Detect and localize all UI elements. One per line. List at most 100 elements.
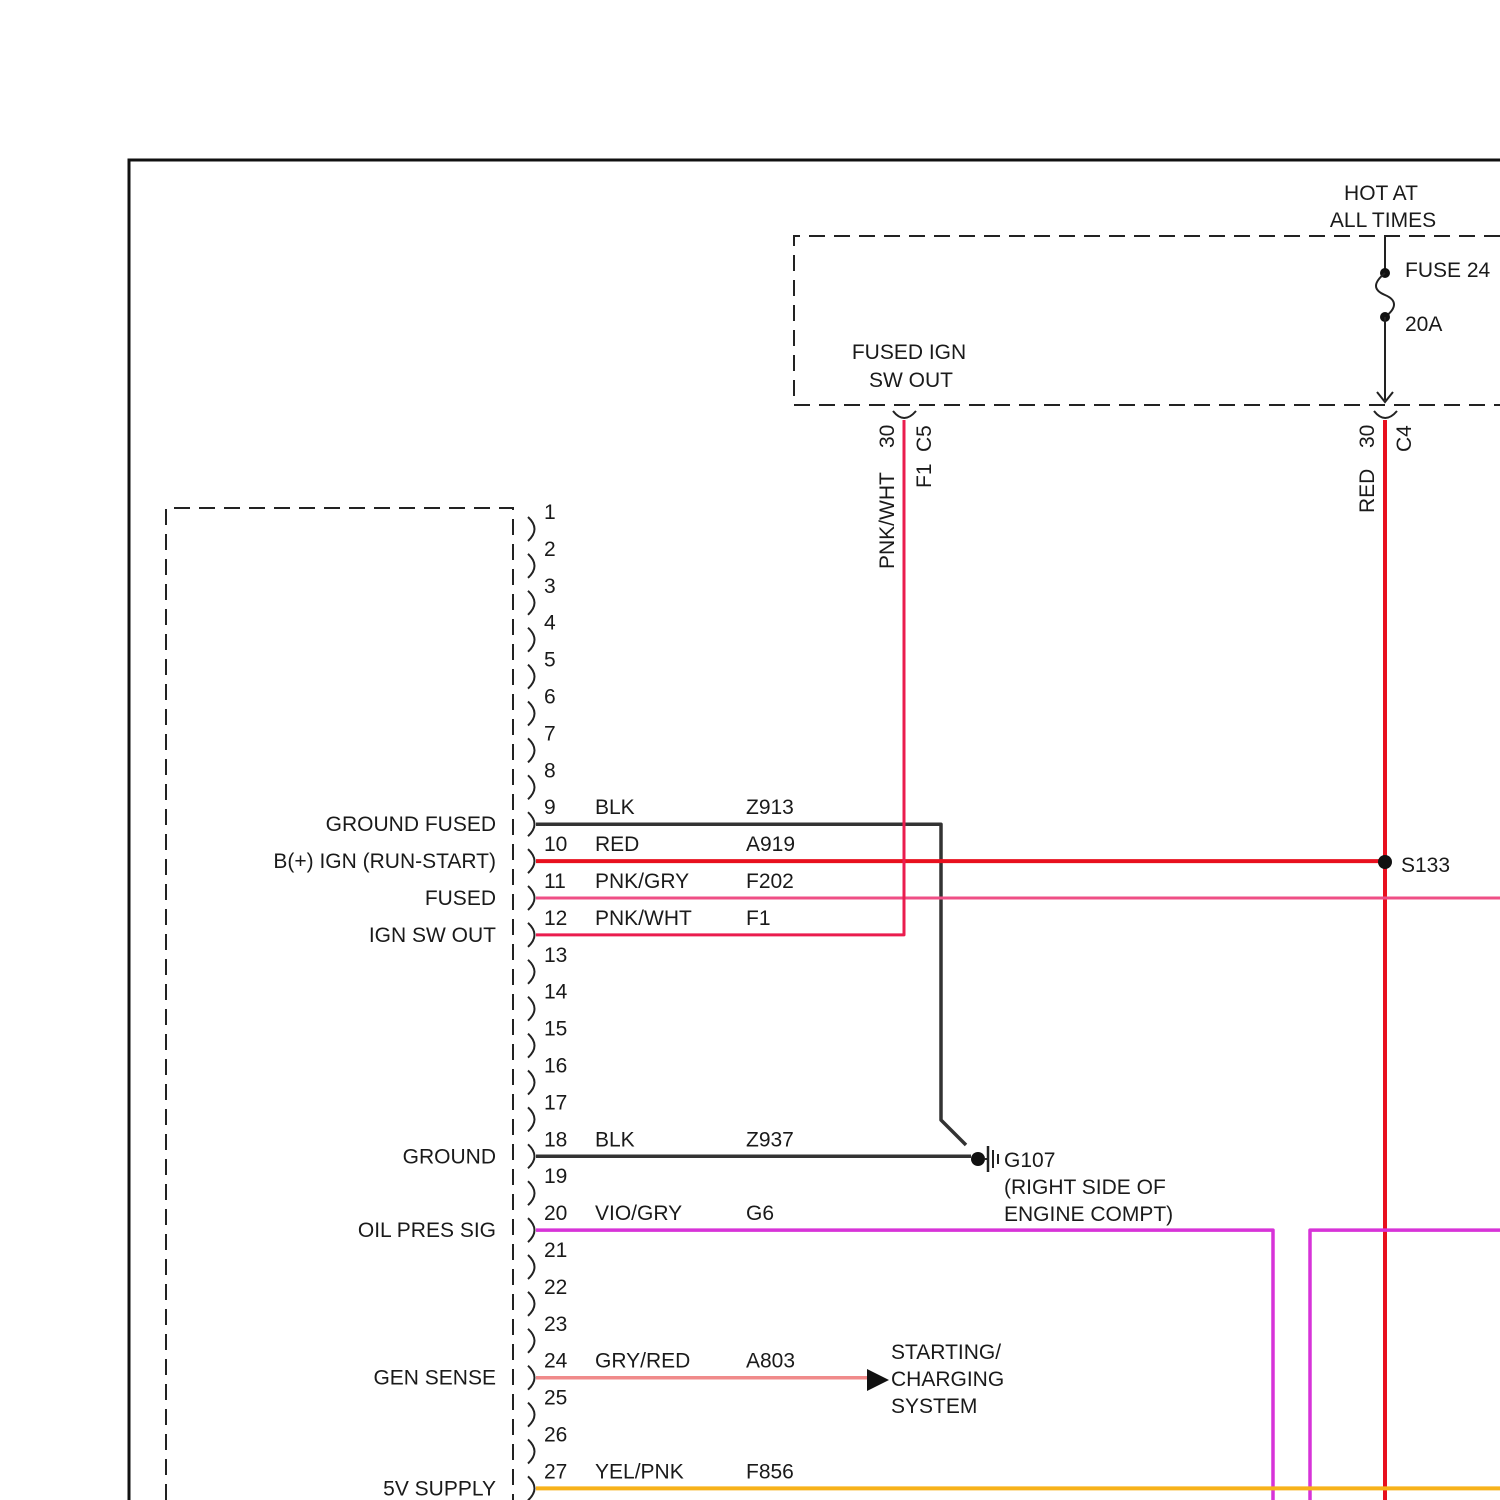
fused-ign-label-line2: SW OUT — [869, 369, 953, 392]
connector-function-labels: GROUND FUSED B(+) IGN (RUN-START) FUSED IGN… — [273, 813, 496, 1500]
connector-pin-number: 1 — [544, 501, 556, 524]
connector-pin-cup — [528, 775, 535, 799]
wire-color-label: YEL/PNK — [595, 1460, 684, 1483]
connector-pin-number: 25 — [544, 1387, 567, 1410]
connector-pin-cup — [528, 1071, 535, 1095]
connector-function-label: B(+) IGN (RUN-START) — [273, 850, 496, 873]
connector-pin-cup — [528, 738, 535, 762]
connector-pin-cup — [528, 591, 535, 615]
connector-function-label: GROUND FUSED — [326, 813, 496, 836]
connector-c5-cup — [893, 411, 916, 418]
starting-system-line3: SYSTEM — [891, 1395, 977, 1418]
connector-pin-number: 6 — [544, 686, 556, 709]
wire-color-label: PNK/WHT — [595, 907, 692, 930]
connector-function-label: 5V SUPPLY — [383, 1477, 496, 1500]
pcm-box — [166, 508, 513, 1500]
c4-pin: 30 — [1356, 425, 1379, 448]
starting-system-line2: CHARGING — [891, 1368, 1004, 1391]
connector-pin-cup — [528, 923, 535, 947]
wires — [536, 420, 1500, 1500]
connector-function-label: OIL PRES SIG — [358, 1219, 496, 1242]
wire-circuit-label: G6 — [746, 1202, 774, 1225]
connector-pin-cup — [528, 1218, 535, 1242]
connector-function-label: GEN SENSE — [373, 1367, 496, 1390]
connector-pin-number: 22 — [544, 1276, 567, 1299]
starting-charging-arrow — [867, 1369, 889, 1391]
wire-circuit-label: F202 — [746, 870, 794, 893]
connector-pin-number: 12 — [544, 907, 567, 930]
connector-pin-number: 26 — [544, 1424, 567, 1447]
connector-pin-number: 24 — [544, 1350, 568, 1373]
wire-circuit-label: A919 — [746, 833, 795, 856]
ground-g107-id: G107 — [1004, 1149, 1055, 1172]
connector-pin-cup — [528, 1107, 535, 1131]
connector-pin-cup — [528, 1440, 535, 1464]
connector-pin-number: 2 — [544, 538, 556, 561]
fuse-rating: 20A — [1405, 313, 1442, 336]
connector-pin-cup — [528, 1255, 535, 1279]
connector-pin-number: 11 — [544, 870, 566, 893]
hot-at-all-times-line2: ALL TIMES — [1330, 209, 1436, 232]
connector-pin-number: 13 — [544, 944, 567, 967]
c4-connector: C4 — [1393, 425, 1416, 452]
connector-pin-cup — [528, 1329, 535, 1353]
wire-color-label: BLK — [595, 796, 635, 819]
connector-pin-cup — [528, 665, 535, 689]
ground-g107-line2: ENGINE COMPT) — [1004, 1203, 1173, 1226]
connector-pin-number: 7 — [544, 722, 556, 745]
connector-pin-cup — [528, 1292, 535, 1316]
c4-wire-color: RED — [1356, 469, 1379, 513]
connector-pin-cup — [528, 517, 535, 541]
connector-pin-number: 9 — [544, 796, 556, 819]
wire-circuit-label: Z913 — [746, 796, 794, 819]
splice-s133-dot — [1378, 855, 1392, 869]
connector-pin-number: 15 — [544, 1018, 567, 1041]
connector-pins: 1234567891011121314151617181920212223242… — [528, 501, 568, 1500]
connector-pin-number: 8 — [544, 759, 556, 782]
connector-pin-cup — [528, 702, 535, 726]
connector-pin-cup — [528, 886, 535, 910]
connector-function-label: GROUND — [403, 1145, 496, 1168]
connector-pin-number: 10 — [544, 833, 567, 856]
connector-pin-cup — [528, 1476, 535, 1500]
connector-pin-cup — [528, 1181, 535, 1205]
connector-pin-number: 14 — [544, 981, 568, 1004]
connector-pin-cup — [528, 1403, 535, 1427]
connector-pin-number: 19 — [544, 1165, 567, 1188]
c5-pin: 30 — [876, 425, 899, 448]
c5-connector: C5 — [913, 425, 936, 452]
c5-circuit: F1 — [913, 463, 936, 488]
connector-pin-cup — [528, 849, 535, 873]
connector-pin-cup — [528, 812, 535, 836]
fused-ign-label-line1: FUSED IGN — [852, 341, 966, 364]
wire-circuit-label: A803 — [746, 1350, 795, 1373]
c5-wire-color: PNK/WHT — [876, 472, 899, 569]
connector-pin-cup — [528, 1034, 535, 1058]
wire-color-label: BLK — [595, 1128, 635, 1151]
connector-pin-number: 21 — [544, 1239, 567, 1262]
connector-pin-number: 3 — [544, 575, 556, 598]
connector-pin-number: 5 — [544, 649, 556, 672]
ground-g107-symbol — [971, 1146, 998, 1172]
wire-color-label: RED — [595, 833, 639, 856]
connector-function-label: IGN SW OUT — [369, 924, 496, 947]
connector-pin-cup — [528, 960, 535, 984]
connector-pin-number: 17 — [544, 1091, 567, 1114]
connector-function-label: FUSED — [425, 887, 496, 910]
hot-at-all-times-line1: HOT AT — [1344, 182, 1418, 205]
connector-pin-number: 18 — [544, 1128, 567, 1151]
connector-pin-number: 27 — [544, 1460, 567, 1483]
fuse-24 — [1376, 236, 1394, 402]
connector-c4-cup — [1374, 411, 1397, 418]
connector-pin-cup — [528, 997, 535, 1021]
wire-color-label: PNK/GRY — [595, 870, 689, 893]
connector-pin-cup — [528, 554, 535, 578]
wire-circuit-label: Z937 — [746, 1128, 794, 1151]
wire-circuit-label: F1 — [746, 907, 771, 930]
starting-system-line1: STARTING/ — [891, 1341, 1001, 1364]
splice-s133-label: S133 — [1401, 854, 1450, 877]
connector-pin-cup — [528, 1144, 535, 1168]
connector-pin-number: 4 — [544, 612, 556, 635]
connector-pin-cup — [528, 628, 535, 652]
connector-pin-number: 16 — [544, 1055, 567, 1078]
